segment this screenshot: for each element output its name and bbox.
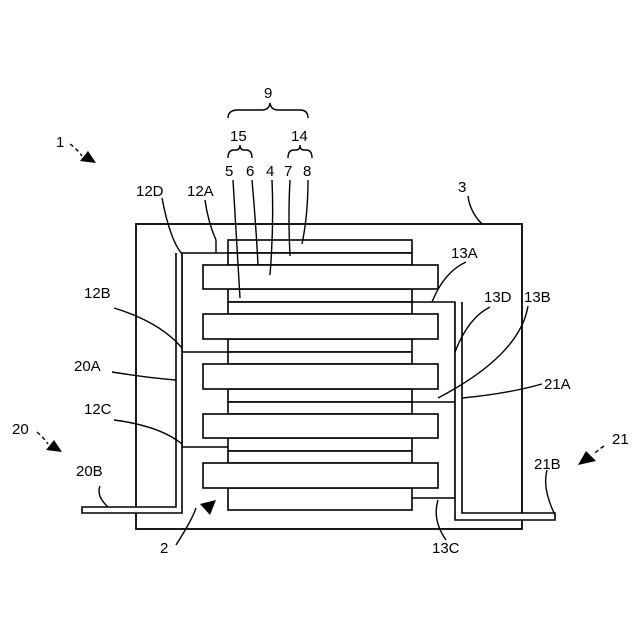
label-14: 14	[291, 128, 308, 145]
label-4: 4	[266, 163, 274, 180]
label-13a: 13A	[451, 245, 478, 262]
label-12d: 12D	[136, 183, 164, 200]
brace-15	[228, 145, 252, 158]
label-21a: 21A	[544, 376, 571, 393]
brace-14	[288, 145, 312, 158]
label-13d: 13D	[484, 289, 512, 306]
label-12c: 12C	[84, 401, 112, 418]
arrow-1	[70, 144, 96, 163]
label-15: 15	[230, 128, 247, 145]
label-20a: 20A	[74, 358, 101, 375]
label-13c: 13C	[432, 540, 460, 557]
label-9: 9	[264, 85, 272, 102]
label-12a: 12A	[187, 183, 214, 200]
label-8: 8	[303, 163, 311, 180]
label-13b: 13B	[524, 289, 551, 306]
arrow-21	[578, 446, 604, 465]
arrow-20	[37, 432, 62, 452]
label-12b: 12B	[84, 285, 111, 302]
label-21b: 21B	[534, 456, 561, 473]
label-1: 1	[56, 134, 64, 151]
label-20: 20	[12, 421, 29, 438]
label-3: 3	[458, 179, 466, 196]
label-20b: 20B	[76, 463, 103, 480]
label-2: 2	[160, 540, 168, 557]
label-5: 5	[225, 163, 233, 180]
label-6: 6	[246, 163, 254, 180]
brace-9	[228, 103, 308, 118]
label-21: 21	[612, 431, 629, 448]
label-7: 7	[284, 163, 292, 180]
